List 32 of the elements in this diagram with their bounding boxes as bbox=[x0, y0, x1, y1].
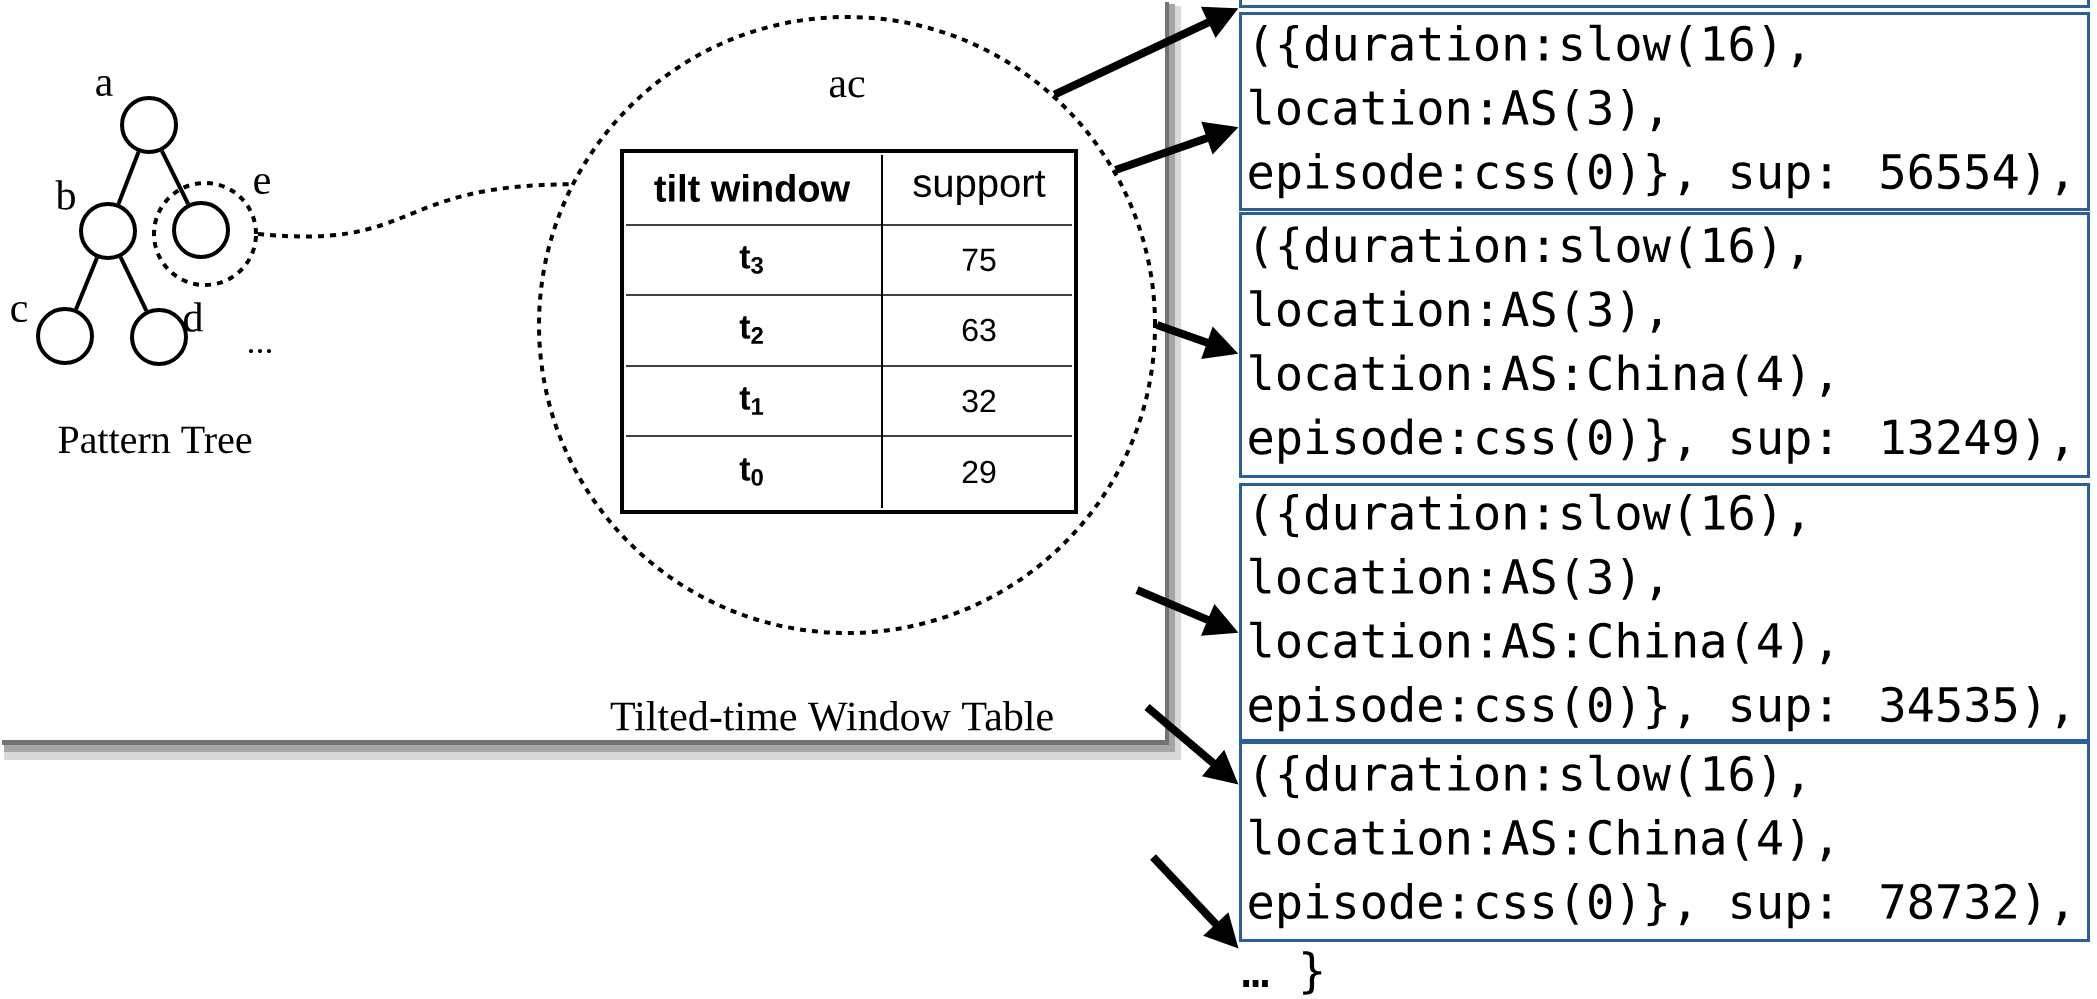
ellipsis: ... bbox=[248, 348, 272, 354]
time-label: t$_{3}$ bbox=[739, 246, 763, 274]
record-box: ({duration:slow(16), location:AS(3), location:AS:China(4), episode:css(0)}, sup: 34535), bbox=[1239, 483, 2090, 742]
tree-edge bbox=[116, 151, 141, 205]
time-label: t$_{2}$ bbox=[739, 316, 763, 344]
connector-line bbox=[257, 182, 571, 239]
node-letter: a bbox=[96, 75, 113, 97]
tree-node-circle bbox=[79, 202, 137, 260]
record-box: ({duration:slow(16), location:AS(3), location:AS:China(4), episode:css(0)}, sup: 13249), bbox=[1239, 212, 2090, 478]
ellipsis-text: … } bbox=[1243, 951, 1322, 995]
tree-edge bbox=[160, 150, 190, 205]
node-letter: e bbox=[254, 173, 270, 195]
tree-edge bbox=[74, 257, 99, 310]
tree-node-circle bbox=[172, 201, 230, 259]
node-letter: b bbox=[55, 180, 75, 210]
column-header: support bbox=[913, 170, 1046, 206]
column-header: tilt window bbox=[654, 174, 851, 202]
time-label: t$_{0}$ bbox=[739, 458, 763, 486]
support-value: 63 bbox=[962, 318, 996, 342]
tree-node-circle bbox=[120, 96, 178, 154]
time-label: t$_{1}$ bbox=[739, 387, 764, 415]
record-box bbox=[1239, 0, 2090, 8]
support-value: 32 bbox=[962, 389, 996, 413]
record-box: ({duration:slow(16), location:AS(3), episode:css(0)}, sup: 56554), bbox=[1239, 12, 2090, 211]
node-letter: c bbox=[11, 301, 28, 323]
record-box: ({duration:slow(16), location:AS:China(4), episode:css(0)}, sup: 78732), bbox=[1239, 741, 2090, 942]
panel-caption: Pattern Tree bbox=[58, 426, 252, 454]
panel-caption: Tilted-time Window Table bbox=[610, 701, 1053, 731]
node-letter: d bbox=[184, 302, 203, 332]
tree-edge bbox=[118, 256, 149, 312]
support-value: 75 bbox=[962, 248, 996, 272]
support-value: 29 bbox=[962, 460, 996, 484]
